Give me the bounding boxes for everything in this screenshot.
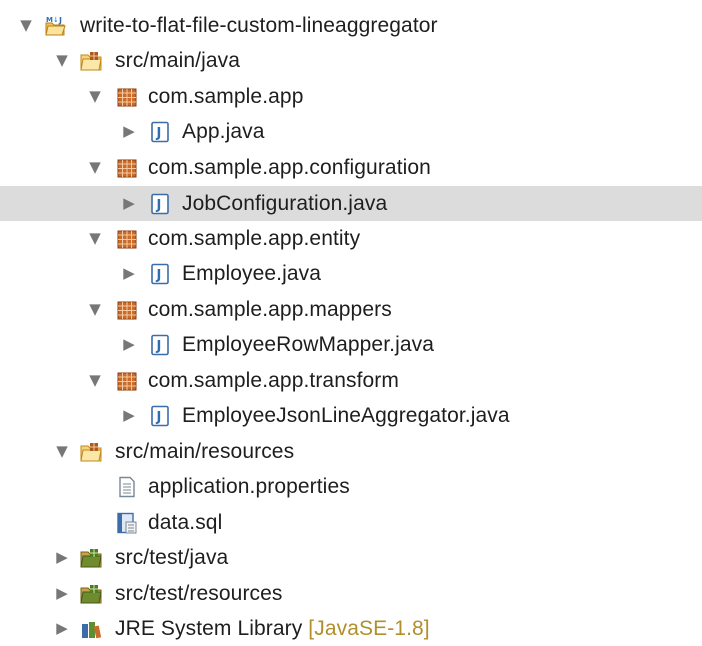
tree-row-src-main-resources[interactable]: ▼ src/main/resources (0, 434, 702, 469)
partial-item-icon (34, 0, 56, 1)
package-icon (116, 157, 138, 179)
library-name: JRE System Library (115, 617, 303, 640)
svg-text:J: J (156, 198, 162, 213)
file-label: JobConfiguration.java (182, 192, 388, 215)
package-label: com.sample.app.entity (148, 227, 361, 250)
expand-arrow-icon[interactable]: ▶ (123, 122, 135, 140)
tree-row-jre-system-library[interactable]: ▶ JRE System Library [JavaSE-1.8] (0, 611, 702, 646)
test-folder-icon (80, 583, 102, 605)
tree-row-src-test-java[interactable]: ▶ src/test/java (0, 540, 702, 575)
package-icon (116, 86, 138, 108)
tree-row-cut-top (0, 0, 702, 7)
expand-arrow-icon[interactable]: ▶ (56, 548, 68, 566)
project-icon: M ↓ J (44, 15, 66, 37)
tree-row-package-mappers[interactable]: ▼ com.sample.app.mappers (0, 292, 702, 327)
svg-text:J: J (156, 410, 162, 425)
project-label: write-to-flat-file-custom-lineaggregator (80, 14, 438, 37)
source-folder-label: src/main/resources (115, 440, 295, 463)
svg-text:J: J (58, 16, 62, 25)
package-icon (116, 228, 138, 250)
tree-row-jobconfiguration-java[interactable]: ▶ J JobConfiguration.java (0, 186, 702, 221)
svg-text:M: M (46, 16, 53, 24)
source-folder-icon (80, 50, 102, 72)
file-label: App.java (182, 120, 265, 143)
java-file-icon: J (149, 121, 171, 143)
collapse-arrow-icon[interactable]: ▼ (89, 87, 101, 105)
file-label: Employee.java (182, 262, 322, 285)
expand-arrow-icon[interactable]: ▶ (123, 335, 135, 353)
svg-text:J: J (156, 339, 162, 354)
tree-row-package-app[interactable]: ▼ com.sample.app (0, 79, 702, 114)
java-file-icon: J (149, 405, 171, 427)
source-folder-label: src/main/java (115, 49, 241, 72)
java-file-icon: J (149, 263, 171, 285)
tree-row-src-main-java[interactable]: ▼ src/main/java (0, 43, 702, 78)
collapse-arrow-icon[interactable]: ▼ (89, 229, 101, 247)
file-label: EmployeeJsonLineAggregator.java (182, 404, 510, 427)
package-icon (116, 370, 138, 392)
expand-arrow-icon[interactable]: ▶ (123, 194, 135, 212)
sql-file-icon (116, 512, 138, 534)
tree-row-application-properties[interactable]: application.properties (0, 469, 702, 504)
source-folder-label: src/test/resources (115, 582, 283, 605)
svg-text:J: J (156, 126, 162, 141)
package-label: com.sample.app.configuration (148, 156, 431, 179)
package-label: com.sample.app.transform (148, 369, 399, 392)
collapse-arrow-icon[interactable]: ▼ (56, 442, 68, 460)
collapse-arrow-icon[interactable]: ▼ (89, 300, 101, 318)
collapse-arrow-icon[interactable]: ▼ (56, 51, 68, 69)
file-label: application.properties (148, 475, 350, 498)
tree-row-project[interactable]: ▼ M ↓ J write-to-flat-file-custom-lineag… (0, 8, 702, 43)
library-decoration: [JavaSE-1.8] (308, 617, 430, 640)
tree-row-package-entity[interactable]: ▼ com.sample.app.entity (0, 221, 702, 256)
file-label: EmployeeRowMapper.java (182, 333, 434, 356)
package-icon (116, 299, 138, 321)
source-folder-label: src/test/java (115, 546, 229, 569)
java-file-icon: J (149, 334, 171, 356)
text-file-icon (116, 476, 138, 498)
tree-row-employeejsonlineaggregator-java[interactable]: ▶ J EmployeeJsonLineAggregator.java (0, 398, 702, 433)
tree-row-package-transform[interactable]: ▼ com.sample.app.transform (0, 363, 702, 398)
expand-arrow-icon[interactable]: ▶ (123, 406, 135, 424)
source-folder-icon (80, 441, 102, 463)
expand-arrow-icon[interactable]: ▶ (56, 619, 68, 637)
java-file-icon: J (149, 193, 171, 215)
collapse-arrow-icon[interactable]: ▼ (20, 16, 32, 34)
package-label: com.sample.app (148, 85, 304, 108)
tree-row-app-java[interactable]: ▶ J App.java (0, 114, 702, 149)
test-folder-icon (80, 547, 102, 569)
expand-arrow-icon[interactable]: ▶ (123, 264, 135, 282)
expand-arrow-icon[interactable]: ▶ (56, 584, 68, 602)
tree-row-employeerowmapper-java[interactable]: ▶ J EmployeeRowMapper.java (0, 327, 702, 362)
tree-row-data-sql[interactable]: data.sql (0, 505, 702, 540)
file-label: data.sql (148, 511, 223, 534)
package-label: com.sample.app.mappers (148, 298, 392, 321)
svg-text:↓: ↓ (53, 16, 59, 24)
tree-row-package-configuration[interactable]: ▼ com.sample.app.configuration (0, 150, 702, 185)
library-icon (80, 618, 102, 640)
tree-row-src-test-resources[interactable]: ▶ src/test/resources (0, 576, 702, 611)
collapse-arrow-icon[interactable]: ▼ (89, 158, 101, 176)
collapse-arrow-icon[interactable]: ▼ (89, 371, 101, 389)
svg-text:J: J (156, 268, 162, 283)
tree-row-employee-java[interactable]: ▶ J Employee.java (0, 256, 702, 291)
library-label: JRE System Library [JavaSE-1.8] (115, 617, 430, 641)
